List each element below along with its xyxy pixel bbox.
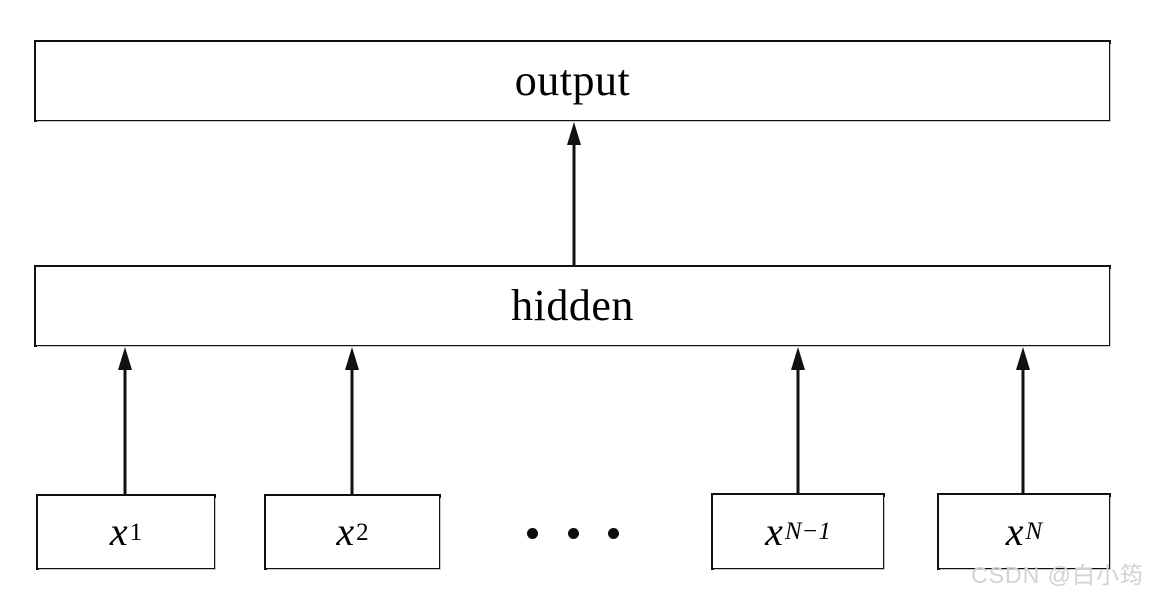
input-x1-subscript: 1 [129, 518, 143, 546]
input-xN-1-subscript: N−1 [784, 518, 831, 545]
input-x2-base: x [336, 509, 355, 554]
arrow-hidden-to-output [566, 121, 582, 267]
ellipsis-dot [527, 527, 538, 539]
input-xN-1-base: x [765, 508, 783, 554]
arrow-xN-to-hidden [1015, 346, 1031, 495]
arrow-xN-1-to-hidden [790, 346, 806, 495]
csdn-watermark: CSDN @白小筠 [971, 562, 1144, 588]
arrow-x2-to-hidden [344, 346, 360, 496]
ellipsis-dot [567, 527, 579, 539]
input-xN-subscript: N [1025, 518, 1043, 545]
input-x1-base: x [109, 509, 128, 554]
ellipsis-dot [608, 527, 619, 539]
output-layer-label: output [514, 56, 631, 105]
output-layer-box: output [34, 40, 1111, 122]
hidden-layer-box: hidden [34, 265, 1111, 347]
arrow-x1-to-hidden [117, 346, 133, 496]
hidden-layer-label: hidden [511, 281, 634, 330]
input-xN-base: x [1005, 508, 1024, 554]
input-x2-subscript: 2 [356, 518, 369, 546]
input-ellipsis [523, 505, 623, 561]
